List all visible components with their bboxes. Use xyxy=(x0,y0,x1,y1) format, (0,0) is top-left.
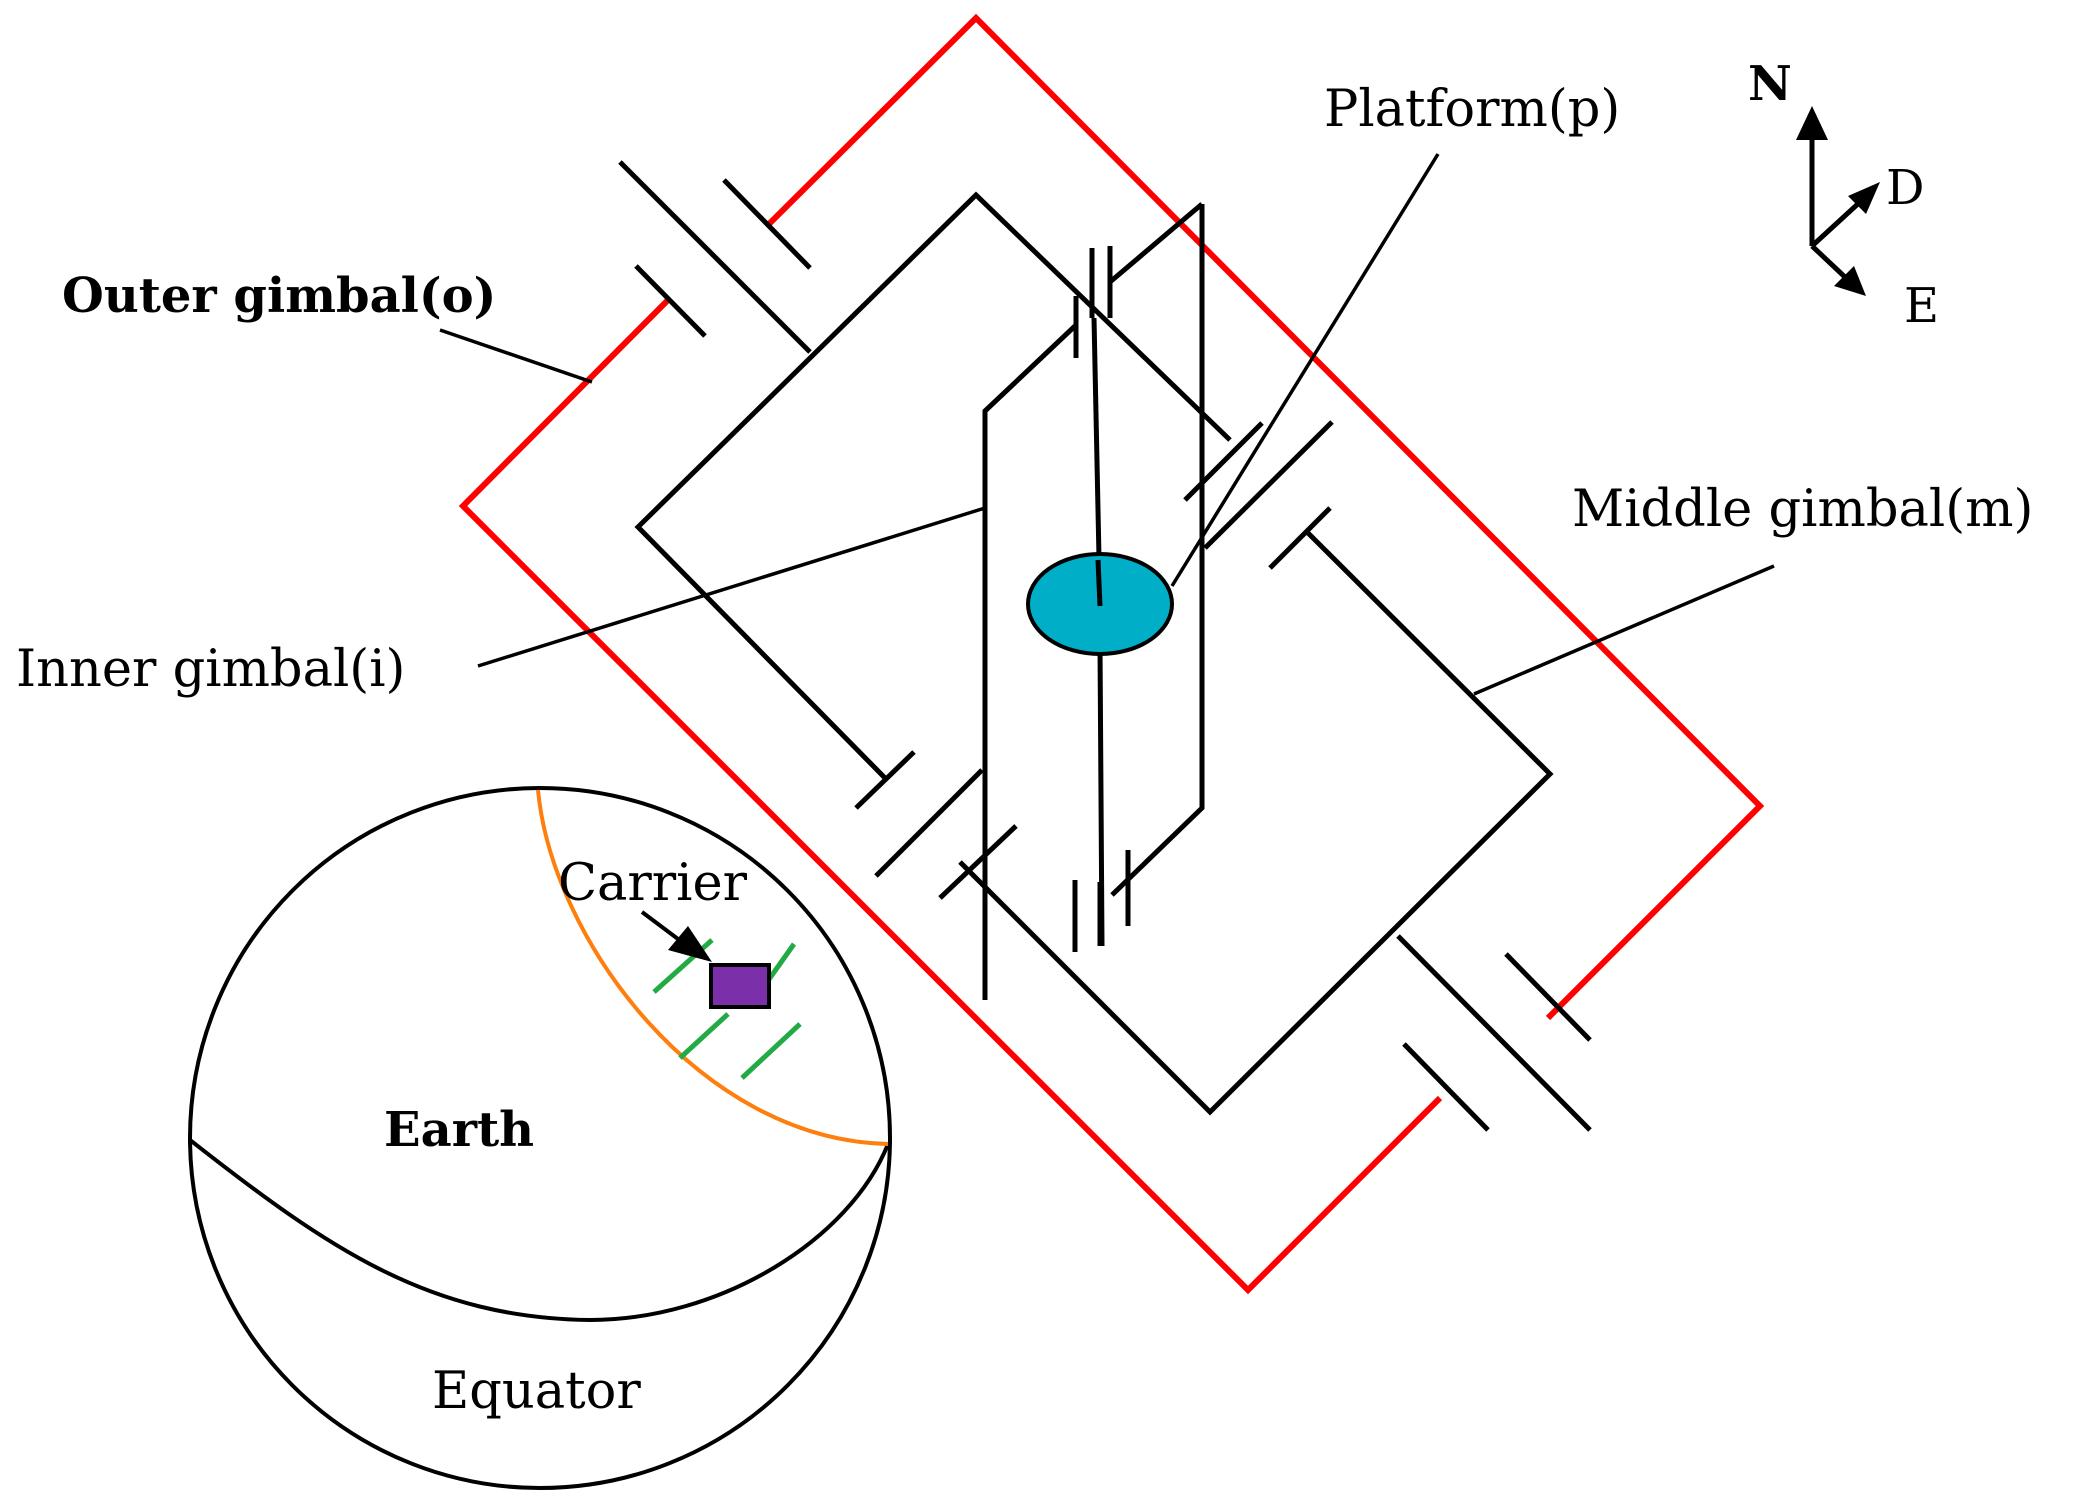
carrier-label: Carrier xyxy=(558,854,748,913)
leader-middle-gimbal xyxy=(1473,564,1775,696)
earth-label: Earth xyxy=(384,1102,534,1158)
leader-inner-gimbal xyxy=(477,506,986,668)
carrier-arrow xyxy=(640,910,712,962)
outer-axis-bearing-lower xyxy=(1396,934,1592,1132)
outer-gimbal-upper-left xyxy=(458,295,1443,1295)
leader-outer-gimbal xyxy=(439,328,593,384)
outer-gimbal-label: Outer gimbal(o) xyxy=(62,268,496,324)
leader-platform xyxy=(1170,153,1440,587)
down-arrow-icon xyxy=(1848,182,1880,214)
platform-center-axis xyxy=(1095,559,1103,607)
equator-label: Equator xyxy=(432,1362,641,1421)
compass-east-label: E xyxy=(1904,278,1939,334)
platform-label: Platform(p) xyxy=(1324,80,1620,139)
leader-lines xyxy=(439,153,1775,696)
outer-gimbal-upper-right xyxy=(765,13,1765,1021)
outer-axis-bearing-upper xyxy=(618,160,812,354)
outer-gimbal-frame xyxy=(458,13,1765,1295)
inner-gimbal-label: Inner gimbal(i) xyxy=(16,640,405,699)
inner-axis-bearing-upper xyxy=(1073,202,1204,358)
compass-down-label: D xyxy=(1886,160,1924,216)
meridian-line xyxy=(536,789,889,1146)
east-arrow-icon xyxy=(1834,266,1866,296)
equator-line xyxy=(188,1138,890,1323)
middle-axis-bearing-lower xyxy=(854,750,1018,900)
inner-gimbal-frame xyxy=(982,204,1205,1000)
middle-gimbal-label: Middle gimbal(m) xyxy=(1572,480,2033,539)
earth-globe xyxy=(188,786,892,1490)
compass-north-label: N xyxy=(1748,56,1792,112)
north-arrow-icon xyxy=(1796,106,1828,140)
carrier xyxy=(709,963,771,1009)
middle-axis-bearing-upper xyxy=(1183,420,1334,570)
middle-gimbal-frame xyxy=(634,191,1554,1116)
compass xyxy=(1796,106,1880,296)
